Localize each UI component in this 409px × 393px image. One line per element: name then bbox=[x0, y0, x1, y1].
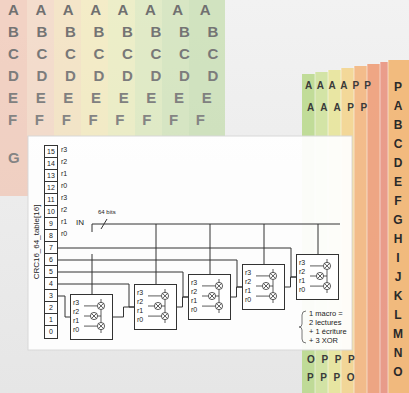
table-index: 1 bbox=[45, 314, 57, 326]
register-name: r3 bbox=[137, 288, 143, 297]
table-name: CRC16_64_table[16] bbox=[32, 205, 41, 280]
table-index: 6 bbox=[45, 254, 57, 266]
table-index: 15 bbox=[45, 146, 57, 158]
register-name: r2 bbox=[137, 297, 143, 306]
letter-row: C C C C C C C C bbox=[8, 46, 218, 63]
letter-row: O P P P bbox=[307, 354, 355, 365]
register-column: r3r2r1r0 bbox=[299, 258, 305, 294]
register-name: r3 bbox=[299, 258, 305, 267]
register-name: r3 bbox=[191, 278, 197, 287]
register-name: r2 bbox=[191, 287, 197, 296]
register-column: r3r2r1r0 bbox=[191, 278, 197, 314]
connector-wire bbox=[285, 277, 296, 287]
diagram-label: r1 bbox=[61, 218, 67, 226]
xor-symbols bbox=[148, 288, 174, 324]
xor-symbols bbox=[202, 278, 228, 314]
register-column: r3r2r1r0 bbox=[73, 298, 79, 334]
diagram-label: r3 bbox=[61, 194, 67, 202]
xor-symbols bbox=[310, 258, 336, 294]
register-name: r2 bbox=[299, 267, 305, 276]
diagram-label: + 3 XOR bbox=[309, 337, 338, 345]
table-index: 9 bbox=[45, 218, 57, 230]
letter-row: B B B B B B B B bbox=[8, 24, 218, 41]
letter-row: D D D D D D D D bbox=[8, 68, 218, 85]
diagram-label: IN bbox=[76, 219, 84, 228]
xor-symbols bbox=[84, 298, 110, 334]
diagram-panel bbox=[28, 136, 352, 350]
macro-block: r3r2r1r0 bbox=[134, 284, 177, 330]
connector-wire bbox=[231, 287, 242, 297]
macro-block: r3r2r1r0 bbox=[242, 264, 285, 310]
register-name: r0 bbox=[73, 325, 79, 334]
connector-wire bbox=[58, 296, 70, 317]
register-column: r3r2r1r0 bbox=[137, 288, 143, 324]
register-name: r1 bbox=[73, 316, 79, 325]
diagram-label: + 1 écriture bbox=[309, 328, 347, 336]
table-index: 12 bbox=[45, 182, 57, 194]
table-index: 11 bbox=[45, 194, 57, 206]
diagram-label: 2 lectures bbox=[309, 319, 342, 327]
diagram-label: r2 bbox=[61, 158, 67, 166]
table-index: 4 bbox=[45, 278, 57, 290]
letter-row: E E E E E E E E bbox=[8, 90, 212, 107]
letter-column: P A B C D E F G H I J K L M N O bbox=[392, 78, 404, 382]
letter-wall bbox=[302, 60, 409, 393]
register-name: r3 bbox=[73, 298, 79, 307]
diagram-label: r3 bbox=[61, 146, 67, 154]
register-column: r3r2r1r0 bbox=[245, 268, 251, 304]
register-name: r0 bbox=[245, 295, 251, 304]
register-name: r1 bbox=[245, 286, 251, 295]
letter-row: A A A P P bbox=[307, 102, 367, 113]
diagram-label: r1 bbox=[61, 170, 67, 178]
table-index: 3 bbox=[45, 290, 57, 302]
register-name: r3 bbox=[245, 268, 251, 277]
table-index: 0 bbox=[45, 326, 57, 338]
macro-block: r3r2r1r0 bbox=[188, 274, 231, 320]
table-index: 10 bbox=[45, 206, 57, 218]
note-brace bbox=[299, 311, 306, 343]
register-name: r1 bbox=[191, 296, 197, 305]
register-name: r0 bbox=[299, 285, 305, 294]
letter-row: A A A A P P bbox=[305, 80, 371, 91]
table-index: 2 bbox=[45, 302, 57, 314]
diagram-label: 1 macro = bbox=[309, 310, 343, 318]
table-box: CRC16_64_table[16]1514131211109876543210 bbox=[44, 145, 58, 339]
table-index: 14 bbox=[45, 158, 57, 170]
register-name: r1 bbox=[137, 306, 143, 315]
letter-row: P P P O bbox=[307, 372, 355, 383]
diagram-label: r0 bbox=[61, 182, 67, 190]
diagram-label: r2 bbox=[61, 206, 67, 214]
register-name: r2 bbox=[245, 277, 251, 286]
table-index: 5 bbox=[45, 266, 57, 278]
table-index: 8 bbox=[45, 230, 57, 242]
letter-row: A A A A A A A A bbox=[8, 2, 211, 19]
diagram-label: 64 bits bbox=[98, 209, 116, 216]
table-index: 13 bbox=[45, 170, 57, 182]
macro-block: r3r2r1r0 bbox=[70, 294, 113, 340]
register-name: r0 bbox=[191, 305, 197, 314]
macro-block: r3r2r1r0 bbox=[296, 254, 339, 300]
connector-wire bbox=[113, 307, 134, 317]
connector-wire bbox=[177, 297, 188, 307]
register-name: r2 bbox=[73, 307, 79, 316]
table-index: 7 bbox=[45, 242, 57, 254]
letter-row: F F F F F F F F bbox=[8, 112, 205, 129]
diagram-label: r0 bbox=[61, 230, 67, 238]
xor-symbols bbox=[256, 268, 282, 304]
register-name: r1 bbox=[299, 276, 305, 285]
diagram-label: G bbox=[8, 150, 20, 167]
register-name: r0 bbox=[137, 315, 143, 324]
